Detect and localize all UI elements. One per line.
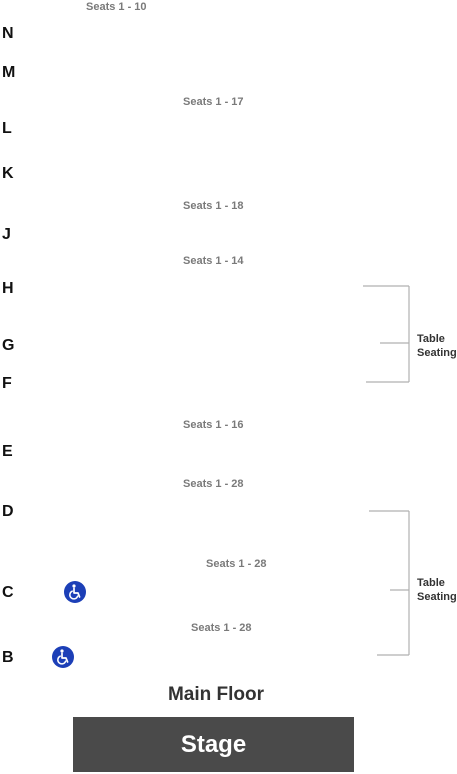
stage: Stage	[73, 717, 354, 772]
seat-range-n: Seats 1 - 10	[86, 1, 147, 13]
row-label-h[interactable]: H	[2, 280, 14, 297]
row-label-c[interactable]: C	[2, 584, 14, 601]
seat-range-h: Seats 1 - 14	[183, 255, 244, 267]
seat-range-c: Seats 1 - 28	[206, 558, 267, 570]
wheelchair-glyph	[69, 584, 81, 600]
table-seating-upper-label: Table Seating	[417, 332, 457, 360]
lower-table-bracket	[369, 510, 410, 656]
row-label-l[interactable]: L	[2, 120, 12, 137]
row-label-e[interactable]: E	[2, 443, 13, 460]
row-label-d[interactable]: D	[2, 503, 14, 520]
table-seating-upper-line2: Seating	[417, 347, 457, 359]
upper-table-bracket	[363, 285, 410, 383]
wheelchair-icon[interactable]	[64, 581, 86, 603]
table-seating-lower-label: Table Seating	[417, 576, 457, 604]
row-label-k[interactable]: K	[2, 165, 14, 182]
table-seating-lower-line2: Seating	[417, 591, 457, 603]
row-label-g[interactable]: G	[2, 337, 15, 354]
stage-label: Stage	[180, 730, 247, 758]
row-label-n[interactable]: N	[2, 25, 14, 42]
row-label-j[interactable]: J	[2, 226, 11, 243]
row-label-b[interactable]: B	[2, 649, 14, 666]
seat-range-l: Seats 1 - 17	[183, 96, 244, 108]
main-floor-label: Main Floor	[167, 684, 265, 705]
seat-range-d: Seats 1 - 28	[183, 478, 244, 490]
row-label-f[interactable]: F	[2, 375, 12, 392]
wheelchair-glyph	[57, 649, 69, 665]
wheelchair-icon[interactable]	[52, 646, 74, 668]
table-seating-lower-line1: Table	[417, 577, 445, 589]
seat-range-b: Seats 1 - 28	[191, 622, 252, 634]
table-seating-upper-line1: Table	[417, 333, 445, 345]
seat-range-j: Seats 1 - 18	[183, 200, 244, 212]
seat-range-e: Seats 1 - 16	[183, 419, 244, 431]
row-label-m[interactable]: M	[2, 64, 16, 81]
